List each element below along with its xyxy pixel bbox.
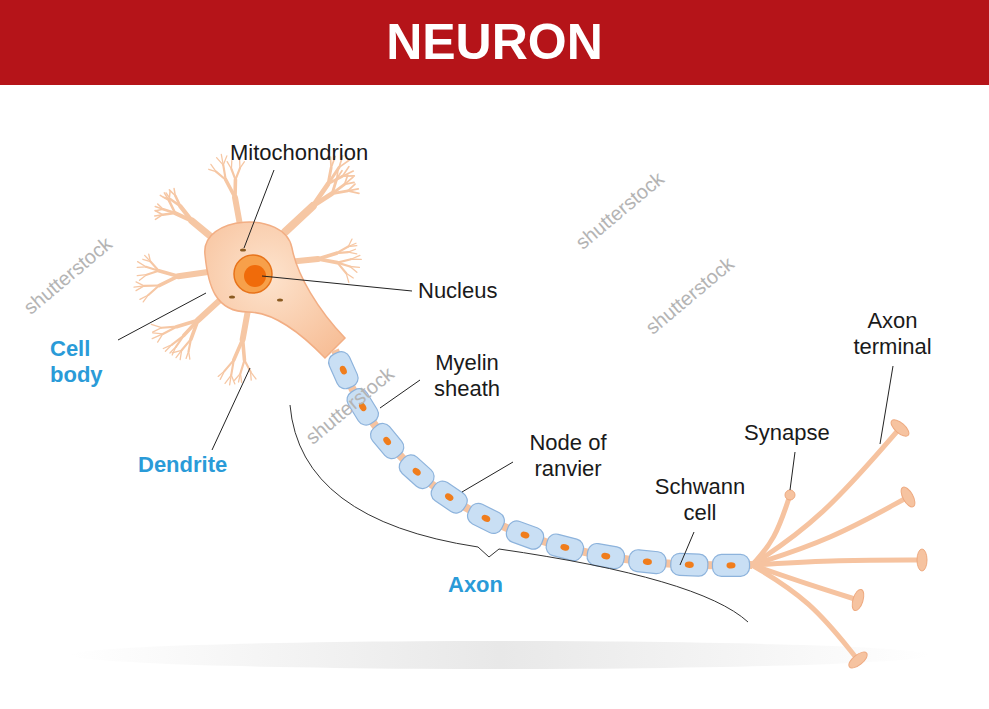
mitochondrion-shape	[229, 295, 235, 298]
floor-shadow	[70, 641, 930, 669]
part-label: Schwann cell	[640, 474, 760, 526]
part-label: Axon terminal	[830, 308, 955, 360]
region-label: Cell body	[50, 336, 130, 388]
part-label: Node of ranvier	[508, 430, 628, 482]
watermark: shutterstock	[18, 231, 117, 320]
part-label: Nucleus	[418, 278, 538, 304]
leader-lines	[118, 170, 893, 565]
mitochondrion-shape	[277, 298, 283, 301]
watermark: shutterstock	[570, 166, 669, 255]
axon-terminals	[752, 417, 927, 671]
watermark: shutterstock	[640, 251, 739, 340]
nucleus-shape	[234, 255, 272, 293]
dendrites	[134, 154, 361, 384]
cell-body-shape	[205, 222, 345, 358]
part-label: Myelin sheath	[412, 350, 522, 402]
part-label: Mitochondrion	[230, 140, 430, 166]
title: NEURON	[0, 12, 989, 72]
region-label: Dendrite	[138, 452, 268, 478]
axon-bracket	[290, 405, 748, 622]
mitochondrion-shape	[240, 248, 246, 251]
part-label: Synapse	[744, 420, 864, 446]
region-label: Axon	[448, 572, 538, 598]
